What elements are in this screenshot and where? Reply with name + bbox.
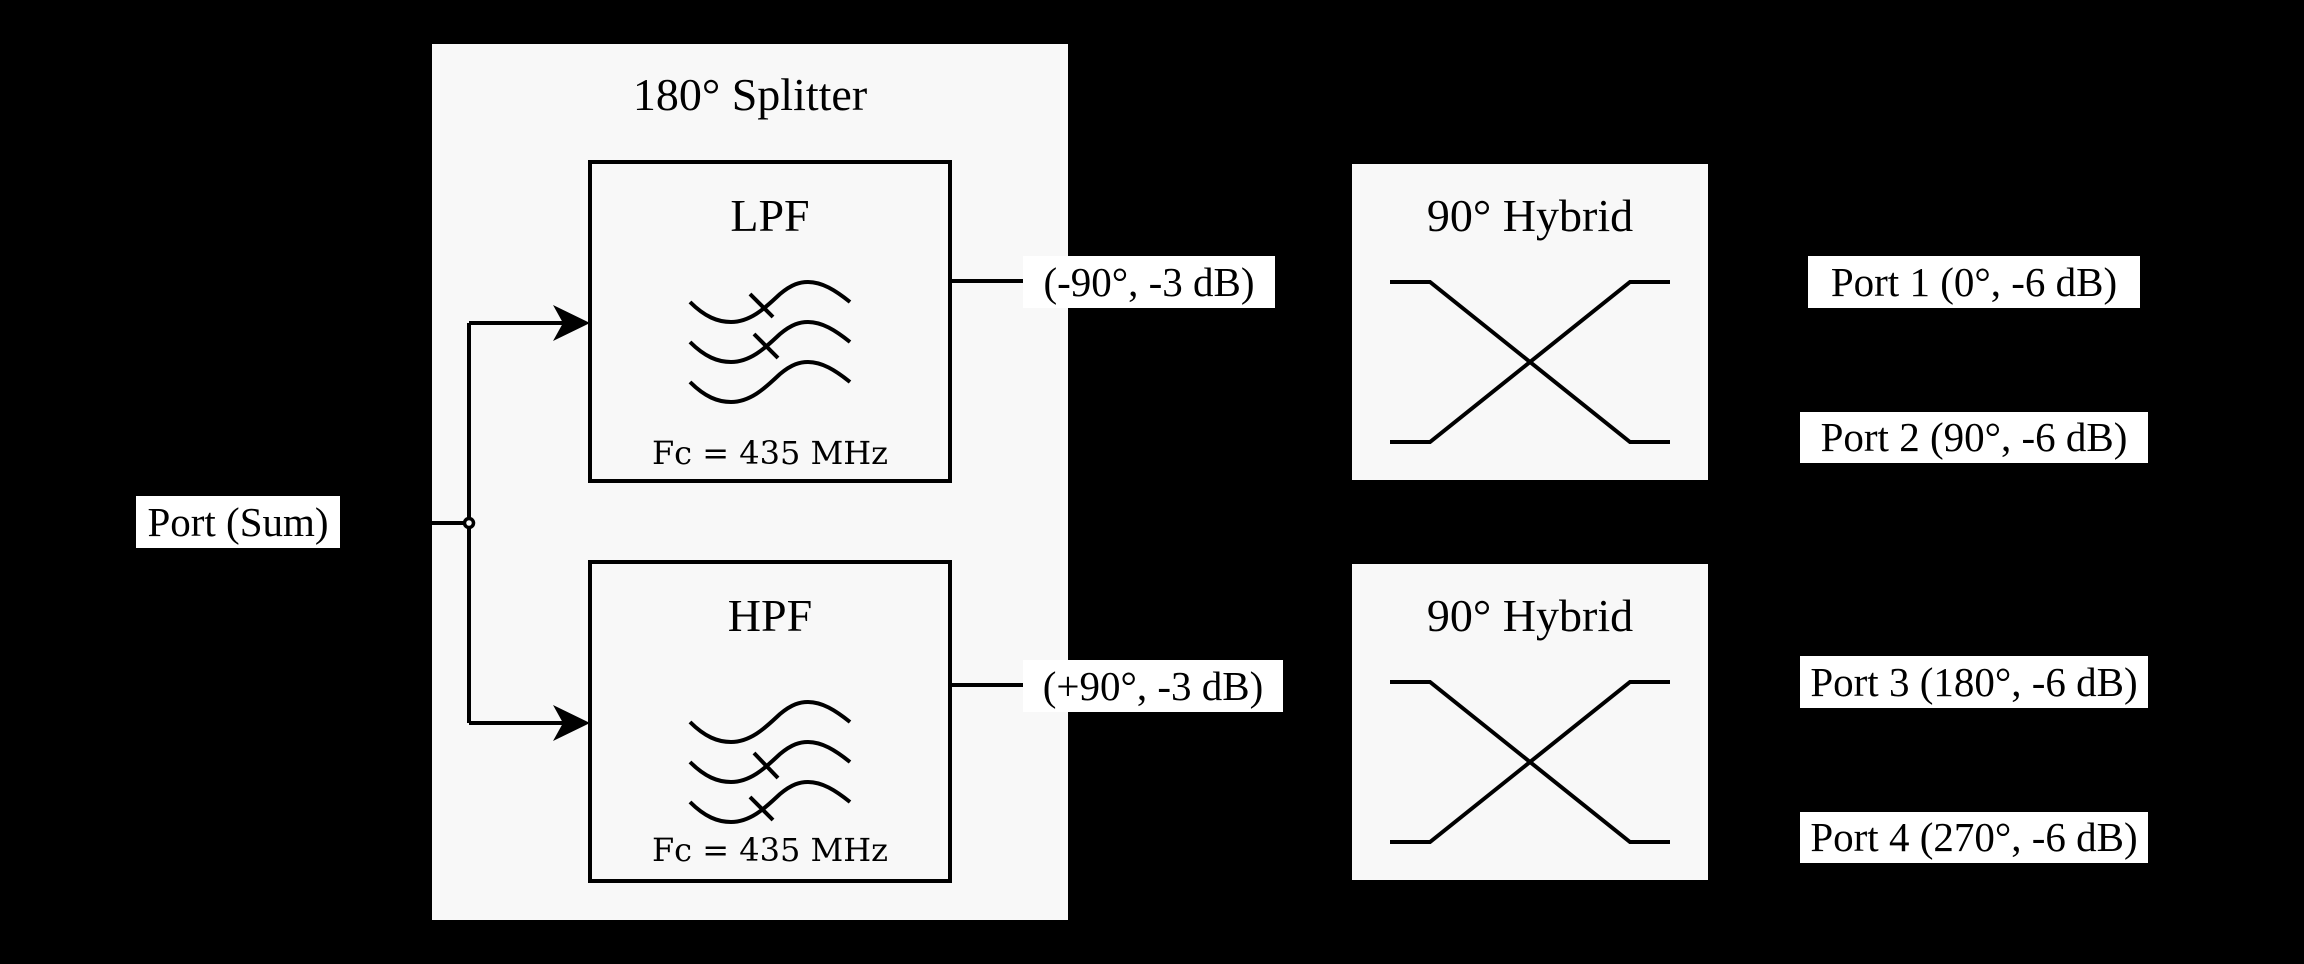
lpf-output-label: (-90°, -3 dB) (1023, 256, 1275, 308)
port-sum-label: Port (Sum) (136, 496, 340, 548)
hybrid-2-title: 90° Hybrid (1426, 590, 1634, 641)
hpf-cutoff-frequency: Fc = 435 MHz (651, 831, 889, 869)
port-2-label: Port 2 (90°, -6 dB) (1800, 412, 2148, 463)
hpf-title: HPF (727, 590, 813, 641)
lpf-cutoff-frequency: Fc = 435 MHz (651, 434, 889, 472)
lpf-title: LPF (730, 190, 810, 241)
hpf-output-label: (+90°, -3 dB) (1023, 660, 1283, 712)
splitter-title: 180° Splitter (632, 69, 868, 120)
hybrid-1-title: 90° Hybrid (1426, 190, 1634, 241)
port-1-label: Port 1 (0°, -6 dB) (1808, 256, 2140, 308)
port-3-label: Port 3 (180°, -6 dB) (1800, 656, 2148, 708)
port-4-label: Port 4 (270°, -6 dB) (1800, 812, 2148, 863)
